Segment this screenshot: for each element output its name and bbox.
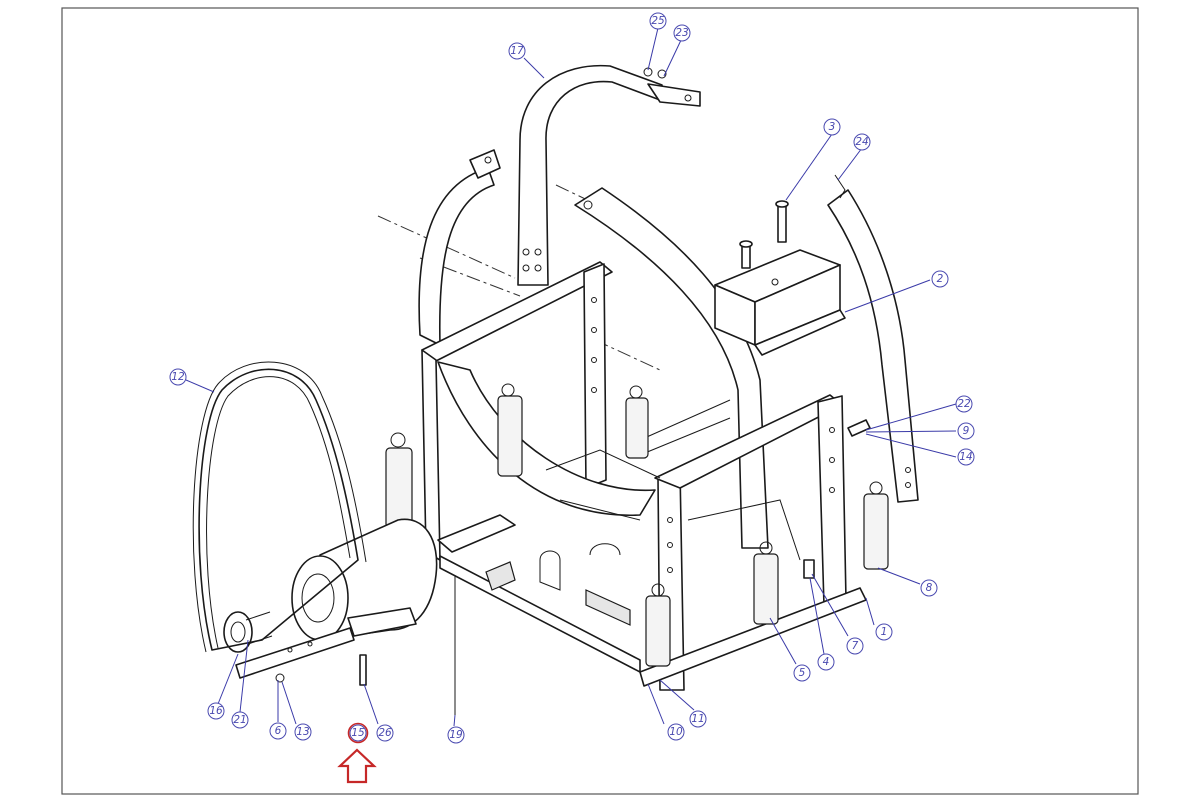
svg-text:26: 26 — [378, 727, 392, 739]
clamp-block — [714, 200, 846, 356]
hardware — [275, 419, 871, 686]
callout-bubbles: 25 23 17 3 24 2 12 22 9 14 8 1 7 4 5 11 … — [169, 12, 975, 744]
callout-2: 2 — [931, 270, 949, 288]
callout-24: 24 — [853, 133, 871, 151]
svg-text:16: 16 — [209, 705, 223, 717]
svg-text:19: 19 — [449, 729, 463, 741]
svg-text:17: 17 — [510, 45, 524, 57]
callout-1: 1 — [875, 623, 893, 641]
main-frame — [421, 261, 867, 691]
svg-text:8: 8 — [926, 582, 933, 594]
callout-4: 4 — [817, 653, 835, 671]
svg-text:12: 12 — [171, 371, 185, 383]
callout-12: 12 — [169, 368, 187, 386]
spring-front-right — [753, 541, 779, 625]
callout-7: 7 — [846, 637, 864, 655]
callout-8: 8 — [920, 579, 938, 597]
up-arrow-icon — [337, 748, 377, 784]
springs — [385, 383, 889, 667]
callout-26: 26 — [376, 724, 394, 742]
callout-19: 19 — [447, 726, 465, 744]
drawing-border — [61, 7, 1139, 795]
svg-text:21: 21 — [233, 714, 246, 726]
svg-text:11: 11 — [691, 713, 704, 725]
svg-text:23: 23 — [675, 27, 688, 39]
spring-front-left — [385, 432, 413, 529]
callout-15-highlighted: 15 — [347, 722, 369, 744]
callout-13: 13 — [294, 723, 312, 741]
callout-9: 9 — [957, 422, 975, 440]
leader-lines — [185, 27, 957, 727]
callout-17: 17 — [508, 42, 526, 60]
diagonal-band — [574, 187, 769, 549]
svg-text:4: 4 — [823, 656, 830, 668]
svg-text:25: 25 — [651, 15, 665, 27]
svg-text:10: 10 — [669, 726, 683, 738]
highlight-ring — [347, 722, 369, 744]
motor — [223, 518, 438, 679]
svg-text:7: 7 — [852, 640, 859, 652]
motor-bracket — [437, 514, 516, 715]
callout-25: 25 — [649, 12, 667, 30]
svg-text:13: 13 — [296, 726, 309, 738]
spring-rear-right — [625, 385, 649, 459]
callout-5: 5 — [793, 664, 811, 682]
callout-16: 16 — [207, 702, 225, 720]
svg-text:2: 2 — [937, 273, 944, 285]
rear-left-band — [418, 149, 501, 346]
callout-6: 6 — [269, 722, 287, 740]
callout-23: 23 — [673, 24, 691, 42]
callout-21: 21 — [231, 711, 249, 729]
svg-text:5: 5 — [799, 667, 806, 679]
svg-text:6: 6 — [275, 725, 282, 737]
callout-10: 10 — [667, 723, 685, 741]
spring-rear-left — [497, 383, 523, 477]
svg-text:3: 3 — [829, 121, 836, 133]
callout-14: 14 — [957, 448, 975, 466]
v-belt — [192, 361, 367, 653]
spring-front-mid — [645, 583, 671, 667]
svg-text:24: 24 — [855, 136, 868, 148]
top-band — [517, 64, 701, 286]
svg-text:14: 14 — [959, 451, 972, 463]
svg-text:15: 15 — [351, 727, 365, 739]
callout-22: 22 — [955, 395, 973, 413]
callout-11: 11 — [689, 710, 707, 728]
callout-3: 3 — [823, 118, 841, 136]
spring-far-right — [863, 481, 889, 570]
svg-text:22: 22 — [957, 398, 971, 410]
svg-text:9: 9 — [963, 425, 970, 437]
svg-text:1: 1 — [881, 626, 888, 638]
